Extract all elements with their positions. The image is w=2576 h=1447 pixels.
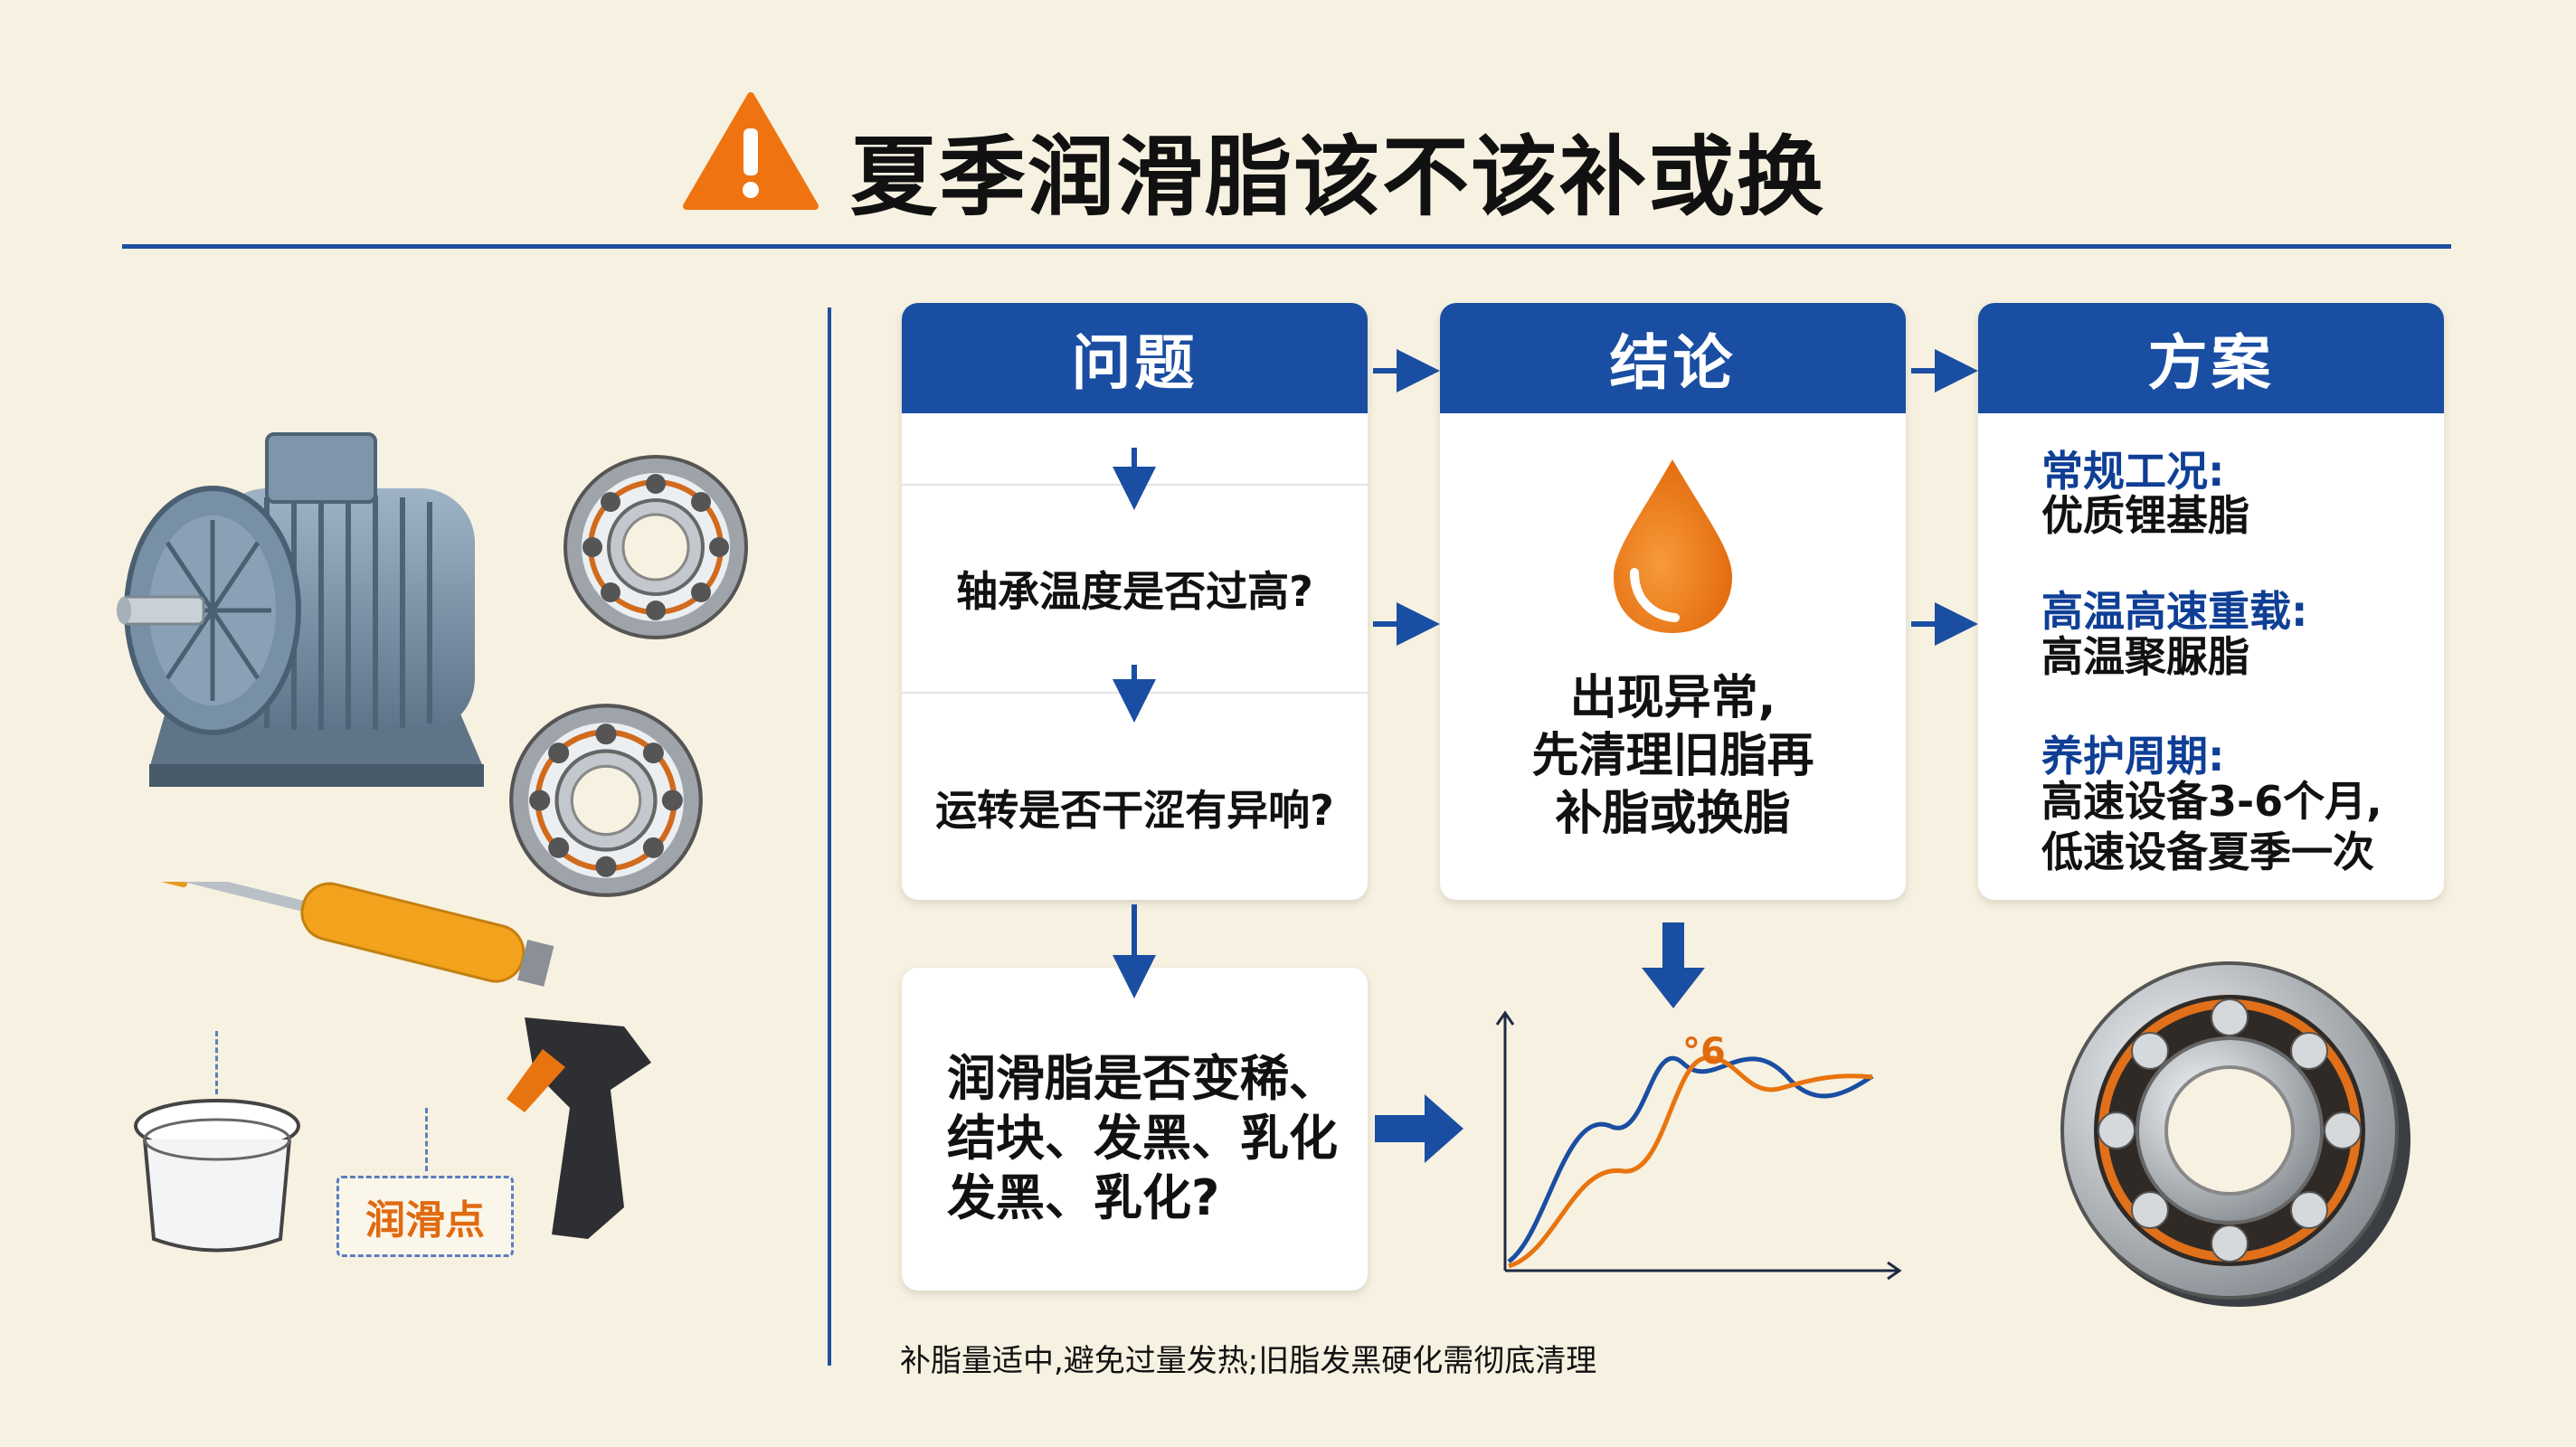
conclusion-line-1: 出现异常, xyxy=(1569,671,1776,725)
conclusion-card: 结论 出现异常, 先清理旧脂再 补脂或换脂 xyxy=(1440,303,1906,900)
grease-gun-image xyxy=(134,882,651,1239)
plan-header: 方案 xyxy=(1978,303,2444,413)
separator xyxy=(902,484,1368,486)
question-grease-line-3: 发黑、乳化? xyxy=(947,1169,1220,1226)
section-divider xyxy=(828,307,831,1366)
plan-cycle-body-2: 低速设备夏季一次 xyxy=(2041,828,2374,876)
trend-chart xyxy=(1495,1010,1902,1281)
question-noise: 运转是否干涩有异响? xyxy=(935,786,1334,835)
motor-image xyxy=(117,432,484,787)
leader-line xyxy=(215,1031,218,1094)
problem-header: 问题 xyxy=(902,303,1368,413)
grease-cup-image xyxy=(134,1099,300,1253)
right-arrow xyxy=(1375,1094,1463,1163)
problem-card: 问题 轴承温度是否过高? 运转是否干涩有异响? xyxy=(902,303,1368,900)
bearing-image xyxy=(2060,961,2410,1307)
title-divider xyxy=(122,244,2451,249)
plan-hot-title: 高温高速重载: xyxy=(2041,587,2308,636)
separator xyxy=(902,692,1368,694)
question-grease-line-2: 结块、发黑、乳化 xyxy=(947,1110,1338,1167)
plan-normal-body: 优质锂基脂 xyxy=(2041,491,2249,540)
plan-card: 方案 常规工况: 优质锂基脂 高温高速重载: 高温聚脲脂 养护周期: 高速设备3… xyxy=(1978,303,2444,900)
down-arrow xyxy=(1642,922,1705,1008)
bearing-image xyxy=(509,704,703,897)
plan-cycle-title: 养护周期: xyxy=(2041,732,2225,780)
bearing-image xyxy=(564,455,748,639)
temperature-mark: °6 xyxy=(1682,1031,1726,1073)
conclusion-line-2: 先清理旧脂再 xyxy=(1531,729,1814,783)
lube-point-label: 润滑点 xyxy=(336,1176,514,1257)
plan-cycle-body-1: 高速设备3-6个月, xyxy=(2041,777,2382,826)
warning-icon xyxy=(683,92,819,210)
question-grease-line-1: 润滑脂是否变稀、 xyxy=(947,1050,1338,1107)
conclusion-header: 结论 xyxy=(1440,303,1906,413)
question-temperature: 轴承温度是否过高? xyxy=(956,567,1313,616)
plan-normal-title: 常规工况: xyxy=(2041,447,2225,496)
conclusion-line-3: 补脂或换脂 xyxy=(1555,787,1791,841)
footnote: 补脂量适中,避免过量发热;旧脂发黑硬化需彻底清理 xyxy=(900,1343,1597,1379)
question-grease-card: 润滑脂是否变稀、 结块、发黑、乳化 发黑、乳化? xyxy=(902,968,1368,1291)
oil-drop-icon xyxy=(1614,459,1732,633)
title-area: 夏季润滑脂该不该补或换 xyxy=(0,0,2576,249)
leader-line xyxy=(425,1108,428,1171)
page-title: 夏季润滑脂该不该补或换 xyxy=(850,127,1825,228)
plan-hot-body: 高温聚脲脂 xyxy=(2041,632,2249,681)
